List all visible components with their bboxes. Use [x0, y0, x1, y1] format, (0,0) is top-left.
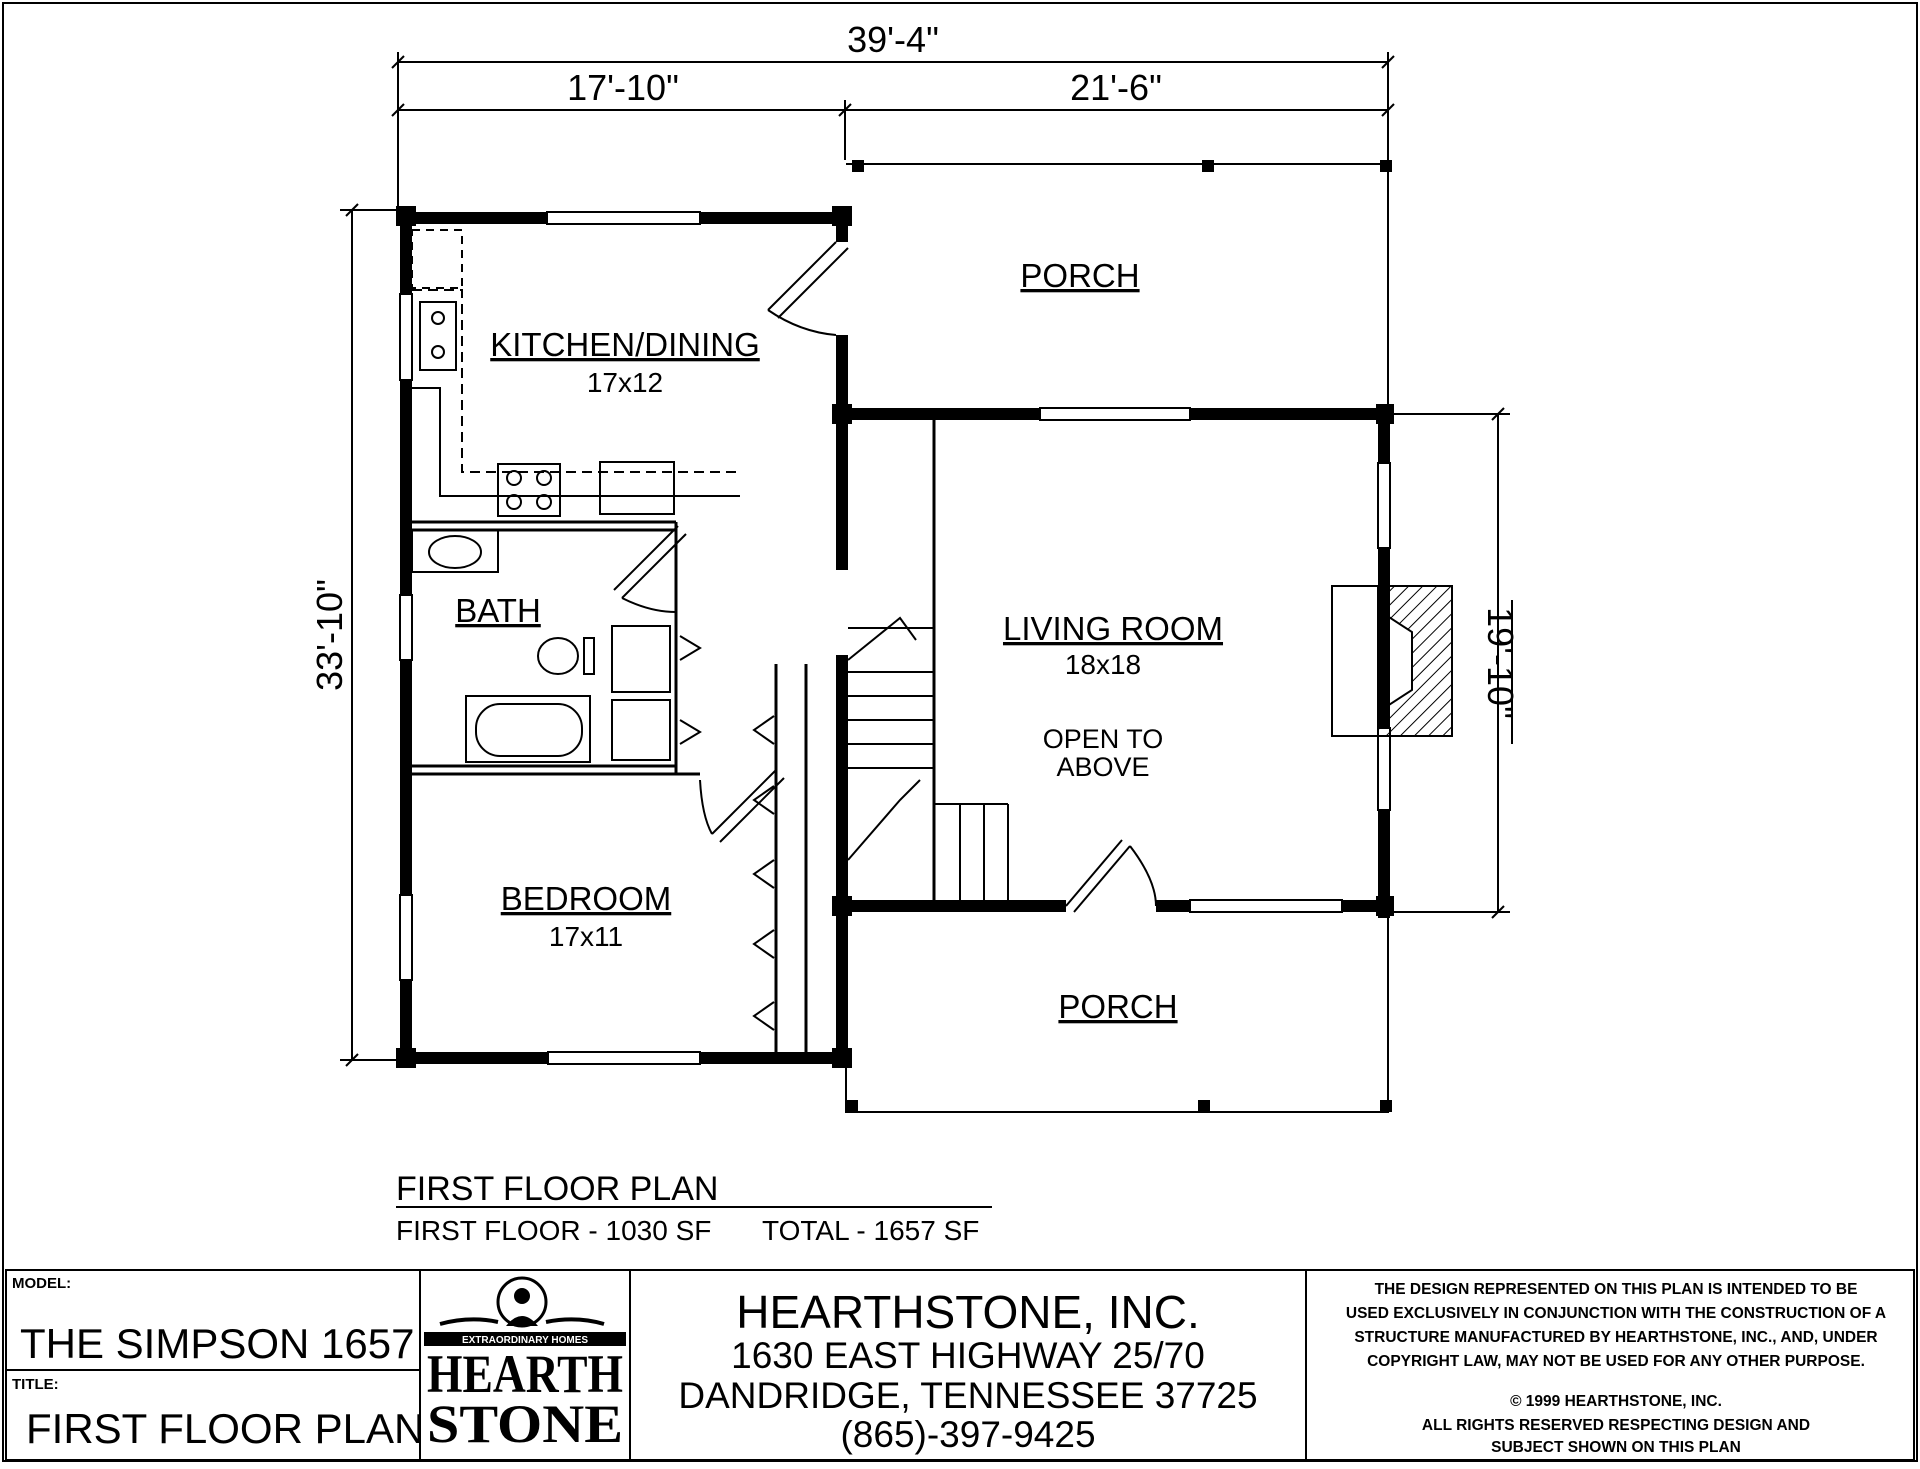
doors — [613, 241, 1157, 1031]
room-kitchen-dining: KITCHEN/DINING — [490, 326, 760, 363]
bath-fixtures — [411, 529, 671, 763]
dim-right-width: 21'-6" — [1070, 67, 1162, 108]
model-label: MODEL: — [12, 1275, 71, 1292]
partitions — [412, 420, 936, 1052]
room-porch-bottom: PORCH — [1058, 988, 1177, 1025]
kitchen-fixtures — [411, 229, 740, 517]
hearthstone-logo: EXTRAORDINARY HOMES HEARTH STONE — [424, 1276, 626, 1454]
rights-line-2: SUBJECT SHOWN ON THIS PLAN — [1491, 1439, 1741, 1456]
company-address-line1: 1630 EAST HIGHWAY 25/70 — [731, 1335, 1205, 1376]
stairs — [847, 616, 1009, 900]
logo-tagline: EXTRAORDINARY HOMES — [462, 1335, 588, 1346]
title-block — [5, 1269, 1915, 1461]
porch-posts — [846, 160, 1392, 1112]
dimension-lines — [340, 52, 1513, 1067]
room-living: LIVING ROOM — [1003, 610, 1223, 647]
model-value: THE SIMPSON 1657 — [20, 1320, 414, 1367]
legal-line-1: THE DESIGN REPRESENTED ON THIS PLAN IS I… — [1375, 1281, 1858, 1298]
dim-overall-width: 39'-4" — [847, 19, 939, 60]
fireplace — [1331, 585, 1453, 737]
living-note-line2: ABOVE — [1056, 752, 1149, 782]
room-porch-top: PORCH — [1020, 257, 1139, 294]
room-kitchen-size: 17x12 — [587, 367, 663, 398]
room-bath: BATH — [455, 592, 541, 629]
dim-left-width: 17'-10" — [567, 67, 679, 108]
dim-overall-depth: 33'-10" — [309, 579, 350, 691]
windows — [399, 211, 1391, 1065]
corner-blocks — [396, 206, 1394, 1068]
title-value: FIRST FLOOR PLAN — [26, 1405, 424, 1452]
room-bedroom-size: 17x11 — [549, 921, 623, 952]
living-note-line1: OPEN TO — [1043, 724, 1164, 754]
title-label: TITLE: — [12, 1376, 59, 1393]
room-bedroom: BEDROOM — [501, 880, 672, 917]
dim-living-depth: 19'-10" — [1480, 607, 1521, 719]
plan-caption-first-floor: FIRST FLOOR - 1030 SF — [396, 1215, 711, 1246]
legal-line-4: COPYRIGHT LAW, MAY NOT BE USED FOR ANY O… — [1367, 1353, 1865, 1370]
company-name: HEARTHSTONE, INC. — [736, 1286, 1199, 1338]
logo-word-stone: STONE — [427, 1394, 623, 1454]
walls — [400, 212, 1390, 1065]
plan-caption-title: FIRST FLOOR PLAN — [396, 1170, 718, 1208]
copyright-line: © 1999 HEARTHSTONE, INC. — [1510, 1393, 1722, 1410]
plan-caption-total: TOTAL - 1657 SF — [762, 1215, 979, 1246]
room-living-size: 18x18 — [1065, 649, 1141, 680]
company-phone: (865)-397-9425 — [840, 1414, 1095, 1455]
legal-line-3: STRUCTURE MANUFACTURED BY HEARTHSTONE, I… — [1354, 1329, 1877, 1346]
company-address-line2: DANDRIDGE, TENNESSEE 37725 — [678, 1375, 1257, 1416]
legal-line-2: USED EXCLUSIVELY IN CONJUNCTION WITH THE… — [1346, 1305, 1886, 1322]
rights-line-1: ALL RIGHTS RESERVED RESPECTING DESIGN AN… — [1422, 1417, 1810, 1434]
logo-word-hearth: HEARTH — [427, 1344, 623, 1404]
